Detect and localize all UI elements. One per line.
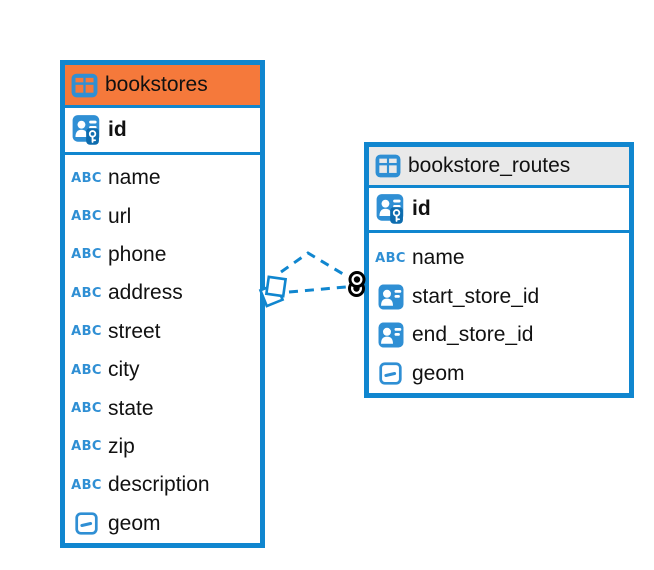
column-label: geom (108, 511, 161, 535)
relationship-line[interactable] (288, 285, 347, 294)
column-list: ABC name start_store_id end_store_id geo… (369, 233, 629, 393)
column-label: name (412, 246, 465, 270)
column-row[interactable]: geom (65, 505, 260, 543)
column-row[interactable]: ABC description (65, 466, 260, 504)
geometry-type-icon (378, 361, 403, 386)
text-type-icon: ABC (71, 247, 102, 263)
column-row[interactable]: ABC phone (65, 236, 260, 274)
text-type-icon: ABC (71, 401, 102, 417)
column-row[interactable]: ABC zip (65, 428, 260, 466)
primary-key-icon (376, 193, 406, 225)
table-icon (375, 153, 401, 179)
relationship-line[interactable] (280, 251, 349, 279)
primary-key-row[interactable]: id (369, 188, 629, 233)
text-type-icon: ABC (71, 439, 102, 455)
text-type-icon: ABC (71, 285, 102, 301)
geometry-type-icon (74, 511, 99, 536)
primary-key-label: id (412, 197, 431, 220)
column-row[interactable]: ABC state (65, 389, 260, 427)
column-row[interactable]: ABC address (65, 274, 260, 312)
primary-key-label: id (108, 118, 127, 141)
table-bookstore-routes[interactable]: bookstore_routes id ABC name start_store… (364, 142, 634, 398)
text-type-icon: ABC (71, 209, 102, 225)
column-label: geom (412, 361, 465, 385)
text-type-icon: ABC (71, 362, 102, 378)
table-bookstores[interactable]: bookstores id ABC name ABC url ABC phone… (60, 60, 265, 548)
reference-type-icon (378, 322, 404, 348)
column-row[interactable]: ABC city (65, 351, 260, 389)
table-title: bookstore_routes (408, 154, 571, 177)
column-row[interactable]: ABC name (369, 239, 629, 278)
relationship-target-marker[interactable] (348, 271, 366, 297)
column-row[interactable]: start_store_id (369, 278, 629, 317)
column-list: ABC name ABC url ABC phone ABC address A… (65, 155, 260, 543)
column-row[interactable]: end_store_id (369, 316, 629, 355)
column-label: city (108, 358, 140, 382)
column-row[interactable]: ABC name (65, 159, 260, 197)
column-row[interactable]: ABC street (65, 313, 260, 351)
column-label: phone (108, 242, 167, 266)
table-bookstore-routes-header[interactable]: bookstore_routes (369, 147, 629, 188)
column-label: url (108, 204, 132, 228)
column-label: state (108, 396, 154, 420)
text-type-icon: ABC (71, 324, 102, 340)
column-label: name (108, 166, 161, 190)
primary-key-row[interactable]: id (65, 108, 260, 155)
column-label: address (108, 281, 183, 305)
column-row[interactable]: geom (369, 355, 629, 394)
column-row[interactable]: ABC url (65, 197, 260, 235)
column-label: start_store_id (412, 284, 540, 308)
column-label: street (108, 319, 161, 343)
reference-type-icon (378, 284, 404, 310)
text-type-icon: ABC (71, 477, 102, 493)
text-type-icon: ABC (375, 250, 406, 266)
table-icon (71, 72, 98, 99)
primary-key-icon (72, 114, 102, 146)
column-label: description (108, 473, 210, 497)
column-label: zip (108, 434, 135, 458)
table-bookstores-header[interactable]: bookstores (65, 65, 260, 108)
text-type-icon: ABC (71, 170, 102, 186)
column-label: end_store_id (412, 323, 534, 347)
table-title: bookstores (105, 73, 208, 96)
